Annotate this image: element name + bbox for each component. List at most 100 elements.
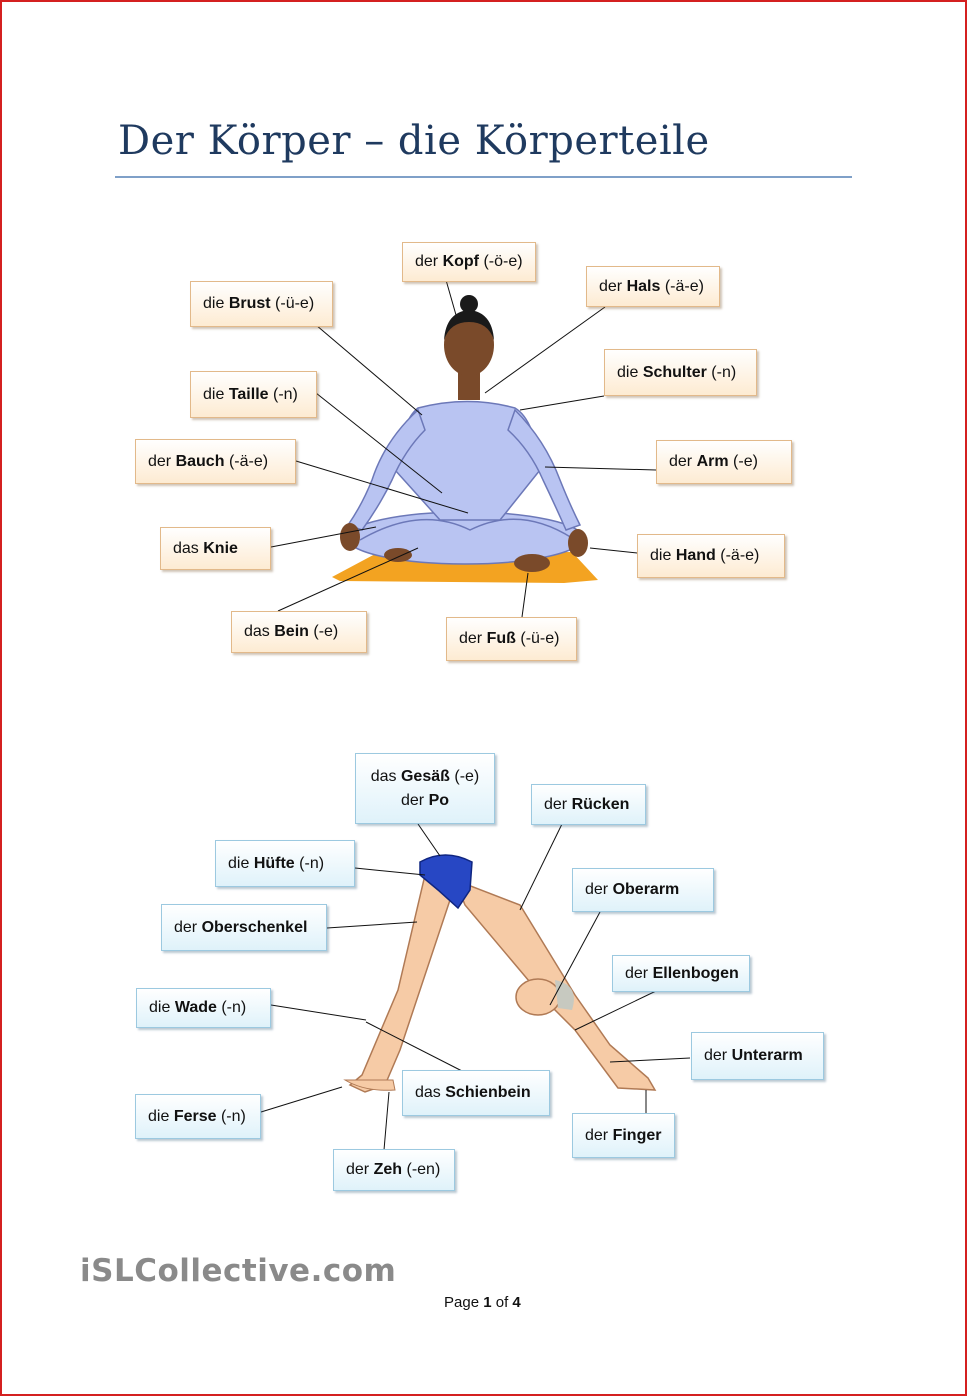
label-fuss-word: Fuß — [486, 630, 516, 647]
woman-meditating-icon — [332, 295, 598, 583]
label-wade: die Wade (-n) — [136, 988, 271, 1028]
label-oberschenkel: der Oberschenkel — [161, 904, 327, 951]
label-finger: der Finger — [572, 1113, 675, 1158]
label-zeh-plural: (-en) — [406, 1161, 441, 1178]
label-finger-word: Finger — [612, 1126, 662, 1144]
label-finger-article: der — [585, 1126, 609, 1144]
label-taille-plural: (-n) — [272, 385, 298, 403]
title-divider — [115, 176, 852, 178]
label-hand-article: die — [650, 547, 672, 564]
label-huefte: die Hüfte (-n) — [215, 840, 355, 887]
label-ferse: die Ferse (-n) — [135, 1094, 261, 1139]
label-bauch-plural: (-ä-e) — [228, 452, 269, 470]
label-schienbein: das Schienbein — [402, 1070, 550, 1116]
label-unterarm: der Unterarm — [691, 1032, 824, 1080]
label-bein-article: das — [244, 623, 270, 640]
page-current: 1 — [483, 1294, 492, 1311]
label-unterarm-article: der — [704, 1047, 728, 1064]
label-unterarm-word: Unterarm — [731, 1047, 803, 1064]
page-prefix: Page — [444, 1294, 480, 1311]
label-fuss-plural: (-ü-e) — [520, 630, 560, 647]
label-arm-word: Arm — [696, 453, 729, 470]
label-huefte-plural: (-n) — [299, 854, 325, 872]
leader-lines-sitting — [270, 279, 657, 618]
label-brust: die Brust (-ü-e) — [190, 281, 333, 327]
page-number: Page 1 of 4 — [444, 1294, 521, 1311]
label-schienbein-article: das — [415, 1084, 441, 1101]
label-kopf: der Kopf (-ö-e) — [402, 242, 536, 282]
label-wade-plural: (-n) — [221, 999, 247, 1016]
label-knie-word: Knie — [203, 539, 238, 557]
label-schulter: die Schulter (-n) — [604, 349, 757, 396]
label-kopf-article: der — [415, 253, 439, 270]
page-separator: of — [495, 1294, 509, 1311]
label-knie: das Knie — [160, 527, 271, 570]
label-arm-plural: (-e) — [733, 453, 758, 470]
man-downward-dog-icon — [343, 854, 657, 1093]
label-zeh-article: der — [346, 1161, 370, 1178]
label-schulter-article: die — [617, 363, 639, 381]
label-gesaess-plural: (-e) — [454, 767, 480, 785]
label-fuss-article: der — [459, 630, 483, 647]
label-ellenbogen-word: Ellenbogen — [652, 964, 739, 982]
label-po-word: Po — [428, 791, 450, 809]
label-ferse-article: die — [148, 1107, 170, 1125]
label-taille-word: Taille — [228, 385, 269, 403]
label-bein-word: Bein — [274, 623, 309, 640]
label-gesaess-word: Gesäß — [400, 767, 450, 785]
label-hals: der Hals (-ä-e) — [586, 266, 720, 307]
label-ellenbogen: der Ellenbogen — [612, 955, 750, 992]
label-kopf-word: Kopf — [442, 253, 480, 270]
label-po-article: der — [400, 791, 425, 809]
label-huefte-word: Hüfte — [253, 854, 295, 872]
label-bein-plural: (-e) — [313, 623, 339, 640]
label-ruecken-word: Rücken — [571, 795, 630, 813]
label-kopf-plural: (-ö-e) — [483, 253, 523, 270]
label-arm: der Arm (-e) — [656, 440, 792, 484]
label-fuss: der Fuß (-ü-e) — [446, 617, 577, 661]
label-ellenbogen-article: der — [625, 964, 649, 982]
label-zeh-word: Zeh — [373, 1161, 403, 1178]
page-total: 4 — [512, 1294, 521, 1311]
label-ruecken: der Rücken — [531, 784, 646, 825]
label-bauch-word: Bauch — [175, 452, 225, 470]
label-gesaess-line2: der Po — [401, 792, 449, 810]
label-hand-plural: (-ä-e) — [720, 547, 760, 564]
label-schulter-word: Schulter — [642, 363, 707, 381]
label-wade-article: die — [149, 999, 171, 1016]
label-oberarm-article: der — [585, 881, 609, 898]
label-bein: das Bein (-e) — [231, 611, 367, 653]
label-gesaess-article: das — [370, 767, 397, 785]
label-oberarm-word: Oberarm — [612, 881, 680, 898]
label-hand: die Hand (-ä-e) — [637, 534, 785, 578]
label-gesaess-line1: das Gesäß (-e) — [371, 768, 480, 786]
label-bauch: der Bauch (-ä-e) — [135, 439, 296, 484]
label-wade-word: Wade — [174, 999, 217, 1016]
label-oberarm: der Oberarm — [572, 868, 714, 912]
label-ferse-plural: (-n) — [220, 1107, 246, 1125]
label-bauch-article: der — [148, 452, 172, 470]
label-taille: die Taille (-n) — [190, 371, 317, 418]
label-oberschenkel-word: Oberschenkel — [201, 918, 308, 936]
label-ruecken-article: der — [544, 795, 568, 813]
label-hand-word: Hand — [675, 547, 716, 564]
label-gesaess: das Gesäß (-e) der Po — [355, 753, 495, 824]
label-huefte-article: die — [228, 854, 250, 872]
label-taille-article: die — [203, 385, 225, 403]
label-hals-plural: (-ä-e) — [664, 277, 704, 295]
label-oberschenkel-article: der — [174, 918, 198, 936]
page-title: Der Körper – die Körperteile — [118, 118, 710, 164]
label-hals-word: Hals — [626, 277, 661, 295]
label-schulter-plural: (-n) — [711, 363, 737, 381]
label-ferse-word: Ferse — [173, 1107, 217, 1125]
label-brust-article: die — [203, 295, 225, 312]
label-arm-article: der — [669, 453, 693, 470]
watermark-logo: iSLCollective.com — [80, 1253, 397, 1289]
label-hals-article: der — [599, 277, 623, 295]
label-brust-plural: (-ü-e) — [275, 295, 315, 312]
label-schienbein-word: Schienbein — [445, 1084, 531, 1101]
leader-lines-stretching — [260, 823, 691, 1151]
label-knie-article: das — [173, 539, 199, 557]
